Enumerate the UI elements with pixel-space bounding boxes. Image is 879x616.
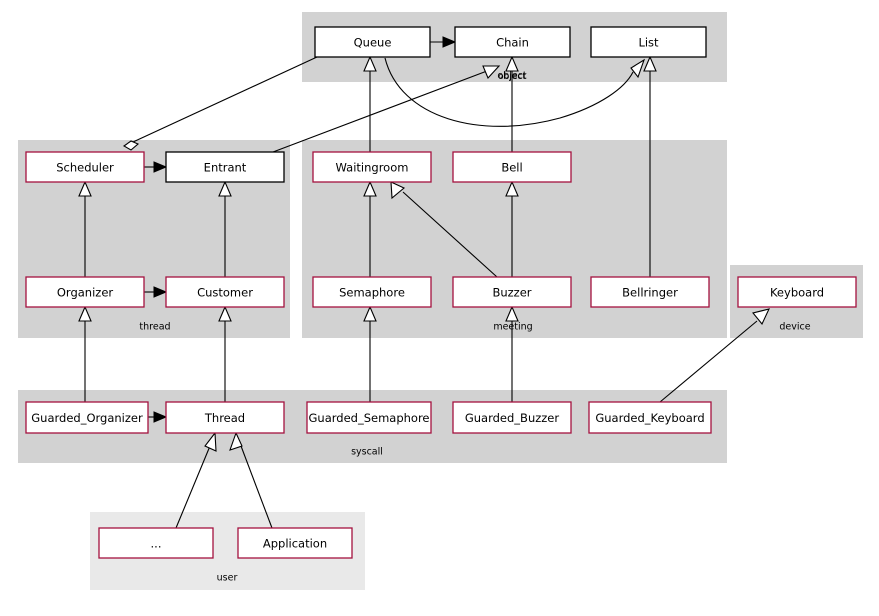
class-box-semaphore[interactable] — [312, 276, 432, 308]
class-node-waitingroom[interactable]: Waitingroom — [312, 151, 432, 183]
class-label-guarded_keyboard: Guarded_Keyboard — [595, 411, 704, 425]
class-box-ellipsis[interactable] — [98, 527, 214, 559]
class-label-ellipsis: ... — [151, 537, 162, 551]
class-node-chain[interactable]: Chain — [454, 26, 571, 58]
class-box-buzzer[interactable] — [452, 276, 572, 308]
edge-buzzer-to-bell — [505, 180, 519, 277]
class-box-customer[interactable] — [165, 276, 285, 308]
package-label-syscall: syscall — [351, 447, 383, 458]
package-bands-layer — [18, 12, 863, 590]
class-label-application: Application — [263, 537, 327, 551]
class-label-customer: Customer — [197, 286, 253, 300]
class-label-guarded_organizer: Guarded_Organizer — [31, 411, 143, 425]
class-node-guarded_buzzer[interactable]: Guarded_Buzzer — [452, 401, 572, 434]
class-box-guarded_organizer[interactable] — [25, 401, 149, 434]
edge-bellringer-to-list — [643, 55, 657, 277]
class-label-scheduler: Scheduler — [56, 161, 114, 175]
class-box-guarded_semaphore[interactable] — [306, 401, 432, 434]
class-box-keyboard[interactable] — [737, 276, 857, 308]
class-box-organizer[interactable] — [25, 276, 145, 308]
class-label-bell: Bell — [501, 161, 522, 175]
edge-waitingroom-to-queue — [363, 55, 377, 152]
class-label-queue: Queue — [354, 36, 392, 50]
edge-scheduler-to-entrant — [144, 161, 168, 173]
class-node-scheduler[interactable]: Scheduler — [25, 151, 145, 183]
package-label-thread: thread — [139, 322, 170, 333]
class-box-chain[interactable] — [454, 26, 571, 58]
class-node-keyboard[interactable]: Keyboard — [737, 276, 857, 308]
class-label-bellringer: Bellringer — [622, 286, 678, 300]
edge-bell-to-chain: object — [498, 55, 526, 152]
class-box-bellringer[interactable] — [590, 276, 710, 308]
class-label-guarded_semaphore: Guarded_Semaphore — [309, 411, 430, 425]
edge-queue-to-chain — [430, 36, 457, 48]
class-box-bell[interactable] — [452, 151, 572, 183]
package-labels-layer: object thread meeting device syscall user — [139, 71, 810, 584]
class-node-bellringer[interactable]: Bellringer — [590, 276, 710, 308]
edge-scheduler-aggregates-queue — [122, 56, 318, 151]
class-node-application[interactable]: Application — [237, 527, 353, 559]
class-box-scheduler[interactable] — [25, 151, 145, 183]
class-label-entrant: Entrant — [204, 161, 247, 175]
class-label-list: List — [638, 36, 659, 50]
class-node-guarded_keyboard[interactable]: Guarded_Keyboard — [588, 401, 712, 434]
class-label-buzzer: Buzzer — [492, 286, 531, 300]
package-label-meeting: meeting — [493, 322, 532, 333]
edge-entrant-to-chain — [272, 65, 501, 153]
class-label-semaphore: Semaphore — [339, 286, 405, 300]
class-node-list[interactable]: List — [590, 26, 707, 58]
edge-guarded-semaphore-to-semaphore — [363, 305, 377, 402]
class-node-guarded_organizer[interactable]: Guarded_Organizer — [25, 401, 149, 434]
edge-thread-to-customer — [218, 305, 232, 402]
class-node-thread_box[interactable]: Thread — [165, 401, 285, 434]
edge-organizer-to-scheduler — [78, 180, 92, 277]
class-box-guarded_buzzer[interactable] — [452, 401, 572, 434]
edge-guarded-buzzer-to-buzzer — [505, 305, 519, 402]
class-label-waitingroom: Waitingroom — [336, 161, 409, 175]
class-node-semaphore[interactable]: Semaphore — [312, 276, 432, 308]
edge-buzzer-to-waitingroom — [390, 181, 498, 278]
class-box-queue[interactable] — [314, 26, 431, 58]
edge-semaphore-to-waitingroom — [363, 180, 377, 277]
class-box-application[interactable] — [237, 527, 353, 559]
class-node-organizer[interactable]: Organizer — [25, 276, 145, 308]
class-box-guarded_keyboard[interactable] — [588, 401, 712, 434]
edges-layer: object — [78, 36, 770, 529]
class-box-list[interactable] — [590, 26, 707, 58]
class-label-thread_box: Thread — [204, 411, 245, 425]
package-label-user: user — [217, 573, 238, 584]
class-node-queue[interactable]: Queue — [314, 26, 431, 58]
class-box-entrant[interactable] — [165, 151, 285, 183]
class-box-waitingroom[interactable] — [312, 151, 432, 183]
class-node-guarded_semaphore[interactable]: Guarded_Semaphore — [306, 401, 432, 434]
edge-application-to-thread — [229, 431, 273, 529]
class-node-bell[interactable]: Bell — [452, 151, 572, 183]
class-label-chain: Chain — [496, 36, 529, 50]
edge-guarded-keyboard-to-keyboard — [659, 308, 770, 403]
class-label-keyboard: Keyboard — [770, 286, 824, 300]
class-node-ellipsis[interactable]: ... — [98, 527, 214, 559]
edge-queue-to-list — [384, 57, 646, 127]
class-label-guarded_buzzer: Guarded_Buzzer — [465, 411, 560, 425]
class-label-organizer: Organizer — [57, 286, 114, 300]
edge-organizer-to-customer — [144, 286, 168, 298]
edge-guarded-organizer-to-organizer — [78, 305, 92, 402]
edge-customer-to-entrant — [218, 180, 232, 277]
edge-guarded-organizer-to-thread — [148, 411, 168, 423]
class-node-customer[interactable]: Customer — [165, 276, 285, 308]
class-node-buzzer[interactable]: Buzzer — [452, 276, 572, 308]
edge-label-object: object — [498, 72, 526, 82]
edge-ellipsis-to-thread — [175, 431, 217, 529]
package-label-object: object — [497, 71, 527, 82]
class-box-thread_box[interactable] — [165, 401, 285, 434]
class-node-entrant[interactable]: Entrant — [165, 151, 285, 183]
package-label-device: device — [779, 322, 810, 333]
